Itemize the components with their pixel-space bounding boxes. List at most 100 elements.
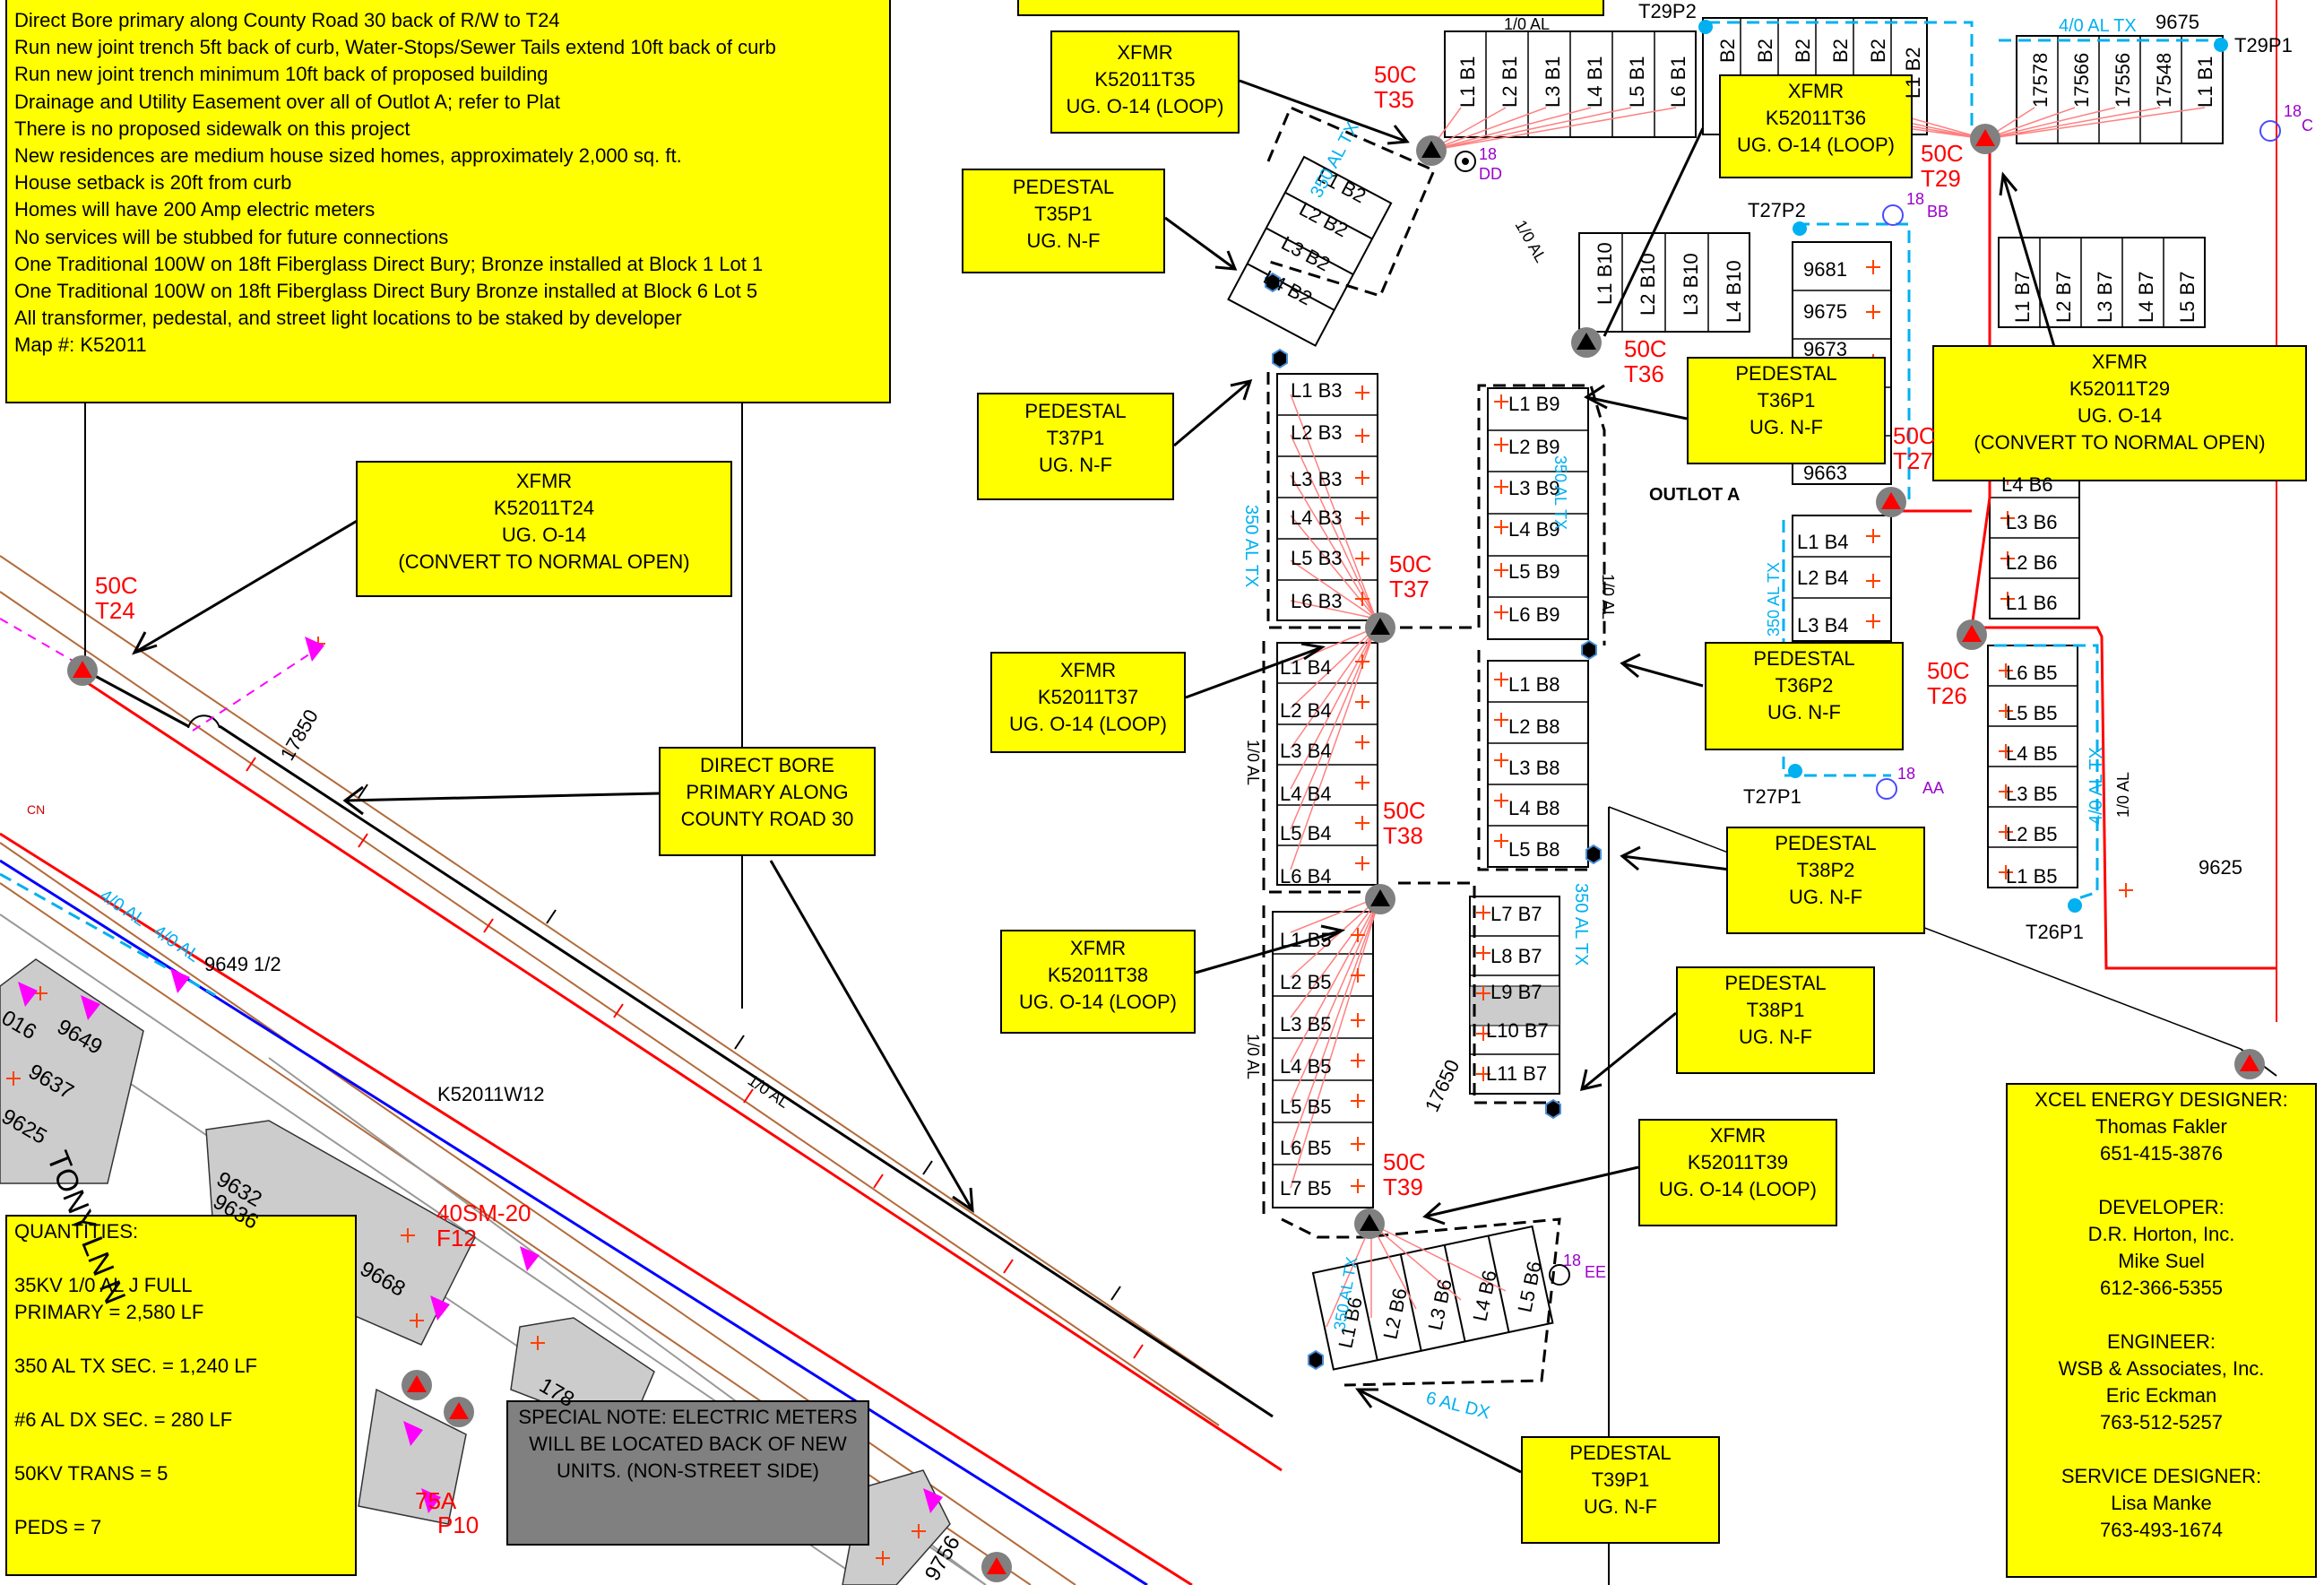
callout-line: K52011T37 — [1037, 686, 1139, 708]
lot-label: L6 B5 — [1280, 1137, 1332, 1159]
lot-label: L3 B10 — [1680, 253, 1702, 316]
lot-label: L2 B9 — [1508, 436, 1560, 458]
contact-line: SERVICE DESIGNER: — [2060, 1465, 2262, 1487]
contact-line: 651-415-3876 — [2099, 1142, 2223, 1165]
cable-label: 350 AL TX — [1765, 562, 1783, 637]
lot-label: L3 B7 — [2094, 272, 2116, 324]
callout-line: COUNTY ROAD 30 — [680, 808, 854, 830]
lot-label: L3 B6 — [1423, 1278, 1456, 1332]
address-label: 17548 — [2153, 53, 2175, 108]
callout-line: XFMR — [1069, 937, 1127, 959]
note-line: Direct Bore primary along County Road 30… — [14, 9, 560, 31]
contact-line: 763-493-1674 — [2099, 1519, 2223, 1541]
pedestals — [1265, 272, 1602, 1371]
callout-line: DIRECT BORE — [700, 754, 834, 776]
cable-label: 1/0 AL — [1599, 574, 1617, 619]
lot-label: L1 B4 — [1280, 656, 1332, 679]
lot-label: B2 — [1829, 39, 1852, 63]
contact-line: Eric Eckman — [2105, 1384, 2217, 1407]
lot-label: L3 B9 — [1508, 477, 1560, 499]
special-note-line: SPECIAL NOTE: — [518, 1406, 667, 1428]
cable-label: 350 AL TX — [1571, 883, 1591, 966]
cable-label: 1/0 AL — [1504, 15, 1550, 33]
lot-label: L6 B9 — [1508, 603, 1560, 626]
house-number-label: 9649 — [53, 1015, 107, 1060]
lot-label: L1 B6 — [2006, 592, 2058, 614]
lot-label: L2 B10 — [1637, 253, 1659, 316]
lot-label: L2 B7 — [2052, 272, 2075, 324]
xfmr-t24-callout: XFMR K52011T24 UG. O-14 (CONVERT TO NORM… — [356, 461, 732, 597]
note-line: Run new joint trench 5ft back of curb, W… — [14, 36, 776, 59]
quantities-title: QUANTITIES: — [14, 1220, 139, 1243]
callout-line: XFMR — [2091, 351, 2148, 373]
special-note-line: LOCATED BACK OF NEW UNITS. — [557, 1433, 847, 1482]
lot-label: L2 B2 — [1296, 197, 1352, 241]
callout-line: UG. N-F — [1039, 454, 1112, 476]
lot-label: L11 B7 — [1486, 1062, 1547, 1085]
callout-line: PRIMARY ALONG — [686, 781, 849, 803]
special-note-line: ELECTRIC METERS WILL BE — [529, 1406, 858, 1455]
contact-line: DEVELOPER: — [2098, 1196, 2225, 1218]
house-number-label: 9625 — [0, 1104, 51, 1149]
callout-line: UG. N-F — [1767, 701, 1841, 723]
address-label: 9681 — [1803, 258, 1847, 281]
cable-label: 1/0 AL — [1244, 1034, 1262, 1079]
lot-label: L6 B1 — [1667, 56, 1689, 108]
callout-line: (CONVERT TO NORMAL OPEN) — [398, 550, 690, 573]
lot-label: L1 B3 — [1291, 379, 1343, 402]
lot-label: L3 B6 — [2006, 511, 2058, 533]
contact-line: XCEL ENERGY DESIGNER: — [2035, 1088, 2288, 1111]
cable-label: 1/0 AL — [2114, 772, 2132, 818]
contact-line: Lisa Manke — [2111, 1492, 2212, 1514]
lot-label: L1 B9 — [1508, 393, 1560, 415]
lot-label: L4 B6 — [2001, 473, 2053, 496]
address-label: 9625 — [2199, 856, 2242, 879]
lot-label: L5 B7 — [2176, 272, 2199, 324]
direct-bore-callout: DIRECT BORE PRIMARY ALONG COUNTY ROAD 30 — [659, 747, 876, 856]
address-label: 17566 — [2070, 53, 2093, 108]
callout-line: T37P1 — [1046, 427, 1105, 449]
xfmr-t29-callout: XFMR K52011T29 UG. O-14 (CONVERT TO NORM… — [1932, 345, 2307, 481]
lot-label: L5 B6 — [1513, 1260, 1545, 1314]
xfmr-t39-callout: XFMR K52011T39 UG. O-14 (LOOP) — [1638, 1119, 1837, 1226]
quantity-line: 350 AL TX SEC. = 1,240 LF — [14, 1355, 257, 1377]
note-line: Run new joint trench minimum 10ft back o… — [14, 63, 549, 86]
cable-label: 4/0 AL TX — [2086, 747, 2106, 825]
cable-label: 350 AL TX — [1551, 455, 1569, 530]
note-line: House setback is 20ft from curb — [14, 171, 292, 195]
lot-label: L1 B7 — [2011, 272, 2034, 324]
special-note-line: (NON-STREET SIDE) — [626, 1459, 819, 1482]
leader-arrows — [131, 79, 2057, 1474]
note-line: One Traditional 100W on 18ft Fiberglass … — [14, 280, 758, 303]
lot-label: L3 B5 — [2006, 783, 2058, 805]
lot-label: L7 B5 — [1280, 1177, 1332, 1200]
lot-label: L4 B4 — [1280, 783, 1332, 805]
ped-t37p1-callout: PEDESTAL T37P1 UG. N-F — [977, 393, 1174, 500]
lot-label: L4 B1 — [1584, 56, 1606, 108]
address-label: 17850 — [276, 706, 323, 764]
lot-label: L5 B1 — [1626, 56, 1648, 108]
address-label: 9673 — [1803, 338, 1847, 360]
road-name-label: TONY LN N — [40, 1147, 133, 1309]
callout-line: T36P1 — [1757, 389, 1816, 411]
cable-label: 4/0 AL — [96, 886, 149, 931]
callout-line: XFMR — [1117, 41, 1173, 64]
callout-line: K52011T36 — [1765, 107, 1867, 129]
xfmr-label-p10: P10 — [437, 1511, 479, 1538]
lot-label: L4 B8 — [1508, 797, 1560, 819]
lot-label: L2 B5 — [2006, 823, 2058, 845]
pedestal-label-t27p2: T27P2 — [1748, 199, 1806, 221]
lot-label: L4 B5 — [1280, 1055, 1332, 1078]
lot-label: L1 B5 — [1280, 929, 1332, 951]
xfmr-t37-callout: XFMR K52011T37 UG. O-14 (LOOP) — [990, 652, 1186, 753]
callout-line: K52011T35 — [1094, 68, 1196, 91]
callout-line: UG. N-F — [1026, 230, 1101, 252]
callout-line: PEDESTAL — [1012, 176, 1115, 198]
callout-line: K52011T39 — [1687, 1151, 1789, 1174]
pedestal-label-t29p2: T29P2 — [1638, 0, 1697, 22]
callout-line: PEDESTAL — [1775, 832, 1877, 854]
lot-label: L4 B3 — [1291, 507, 1343, 529]
lot-label: L5 B4 — [1280, 822, 1332, 844]
